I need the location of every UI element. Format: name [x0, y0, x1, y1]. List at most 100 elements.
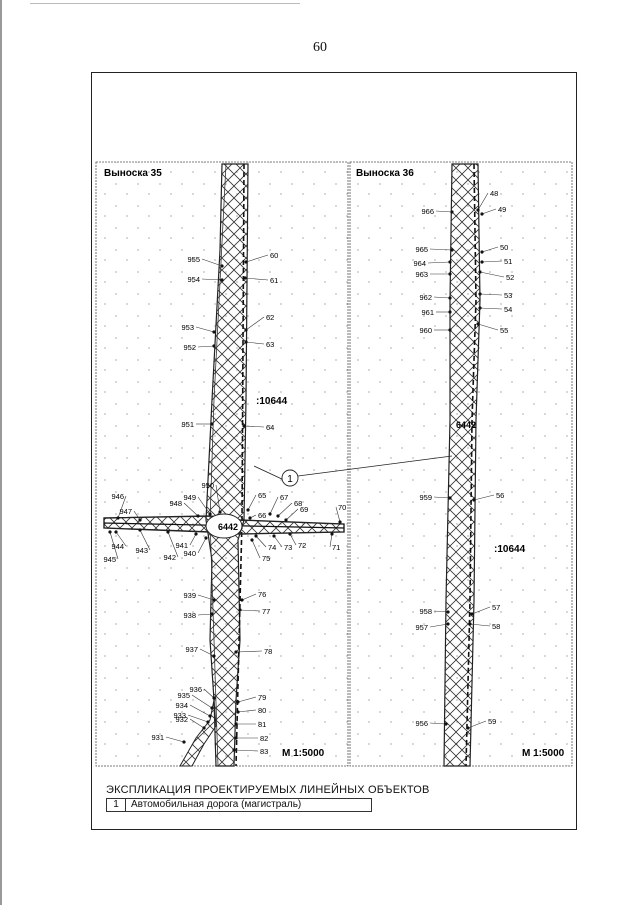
point-label-963: 963: [415, 270, 428, 279]
point-label-68-marker: [276, 514, 280, 518]
inset-36-parcel-small: 6442: [456, 420, 476, 430]
point-label-70-leader: [335, 506, 341, 523]
callout-circle: [281, 469, 299, 487]
point-label-59: 59: [488, 717, 496, 726]
point-label-78: 78: [264, 647, 272, 656]
point-label-56: 56: [496, 491, 504, 500]
point-label-962-leader: [433, 296, 451, 299]
point-label-966-marker: [450, 210, 454, 214]
point-label-60: 60: [270, 251, 278, 260]
inset-36-title: Выноска 36: [356, 168, 414, 179]
point-label-50-leader: [481, 246, 499, 253]
point-label-950-leader: [215, 484, 221, 513]
point-label-947: 947: [119, 507, 132, 516]
point-label-945-marker: [108, 530, 112, 534]
point-label-77: 77: [262, 607, 270, 616]
point-label-71: 71: [332, 543, 340, 552]
point-label-48: 48: [490, 189, 498, 198]
point-label-76: 76: [258, 590, 266, 599]
point-label-932-marker: [202, 726, 206, 730]
point-label-953-marker: [212, 330, 216, 334]
point-label-952: 952: [183, 343, 196, 352]
point-label-951-marker: [210, 422, 214, 426]
point-label-78-marker: [234, 650, 238, 654]
point-label-50: 50: [500, 243, 508, 252]
point-label-72-leader: [289, 533, 297, 546]
point-label-82: 82: [260, 734, 268, 743]
point-label-947-leader: [133, 510, 141, 521]
point-label-69: 69: [300, 505, 308, 514]
point-label-955-marker: [220, 264, 224, 268]
point-label-66: 66: [258, 511, 266, 520]
point-label-66-marker: [248, 516, 252, 520]
point-label-64-leader: [243, 425, 265, 428]
point-label-944-leader: [115, 531, 127, 547]
point-label-957-leader: [429, 623, 449, 628]
callout-leader-right: [297, 455, 453, 477]
point-label-945-leader: [109, 531, 119, 560]
point-label-65-marker: [246, 508, 250, 512]
point-label-55-leader: [477, 323, 499, 331]
point-label-965-leader: [429, 248, 453, 251]
point-label-958: 958: [419, 607, 432, 616]
point-label-933-marker: [206, 720, 210, 724]
point-label-931: 931: [151, 733, 164, 742]
point-label-57-marker: [470, 612, 474, 616]
point-label-935-leader: [191, 694, 213, 709]
point-label-956-marker: [444, 722, 448, 726]
point-label-937-leader: [199, 648, 215, 657]
point-label-936-leader: [203, 688, 215, 699]
point-label-80-marker: [236, 710, 240, 714]
point-label-932: 932: [175, 715, 188, 724]
point-label-77-marker: [238, 608, 242, 612]
point-label-58-leader: [469, 623, 491, 627]
point-label-54-leader: [479, 307, 503, 310]
point-label-958-leader: [433, 610, 449, 613]
point-label-965: 965: [415, 245, 428, 254]
point-label-948-marker: [196, 514, 200, 518]
point-label-59-marker: [466, 726, 470, 730]
point-label-73-marker: [272, 534, 276, 538]
point-label-63-leader: [245, 341, 265, 345]
point-label-960: 960: [419, 326, 432, 335]
point-label-955-leader: [201, 258, 223, 267]
point-label-52-marker: [478, 270, 482, 274]
point-label-932-leader: [189, 718, 205, 729]
point-label-950-marker: [218, 510, 222, 514]
point-label-964-leader: [427, 261, 451, 264]
point-label-61: 61: [270, 276, 278, 285]
point-label-957: 957: [415, 623, 428, 632]
point-label-51: 51: [504, 257, 512, 266]
point-label-959-leader: [433, 496, 451, 499]
explication-row-name: Автомобильная дорога (магистраль): [131, 799, 302, 810]
point-label-956: 956: [415, 719, 428, 728]
point-label-69-leader: [285, 508, 299, 521]
point-label-77-leader: [239, 609, 261, 612]
point-label-73-leader: [273, 535, 283, 548]
point-label-71-marker: [330, 532, 334, 536]
point-label-68: 68: [294, 499, 302, 508]
point-label-943-marker: [138, 528, 142, 532]
point-label-931-leader: [165, 736, 185, 743]
point-label-942-leader: [167, 531, 179, 558]
point-label-55-marker: [476, 322, 480, 326]
drawing-frame: [91, 72, 577, 830]
point-label-941-marker: [194, 532, 198, 536]
point-label-62-leader: [245, 316, 265, 331]
point-label-51-marker: [480, 260, 484, 264]
point-label-54: 54: [504, 305, 512, 314]
scan-edge: [0, 0, 2, 905]
point-label-940-marker: [204, 536, 208, 540]
explication-title: ЭКСПЛИКАЦИЯ ПРОЕКТИРУЕМЫХ ЛИНЕЙНЫХ ОБЪЕК…: [106, 784, 430, 796]
point-label-75-marker: [250, 538, 254, 542]
junction-35: [205, 513, 243, 539]
point-label-75: 75: [262, 554, 270, 563]
point-label-935-marker: [210, 706, 214, 710]
point-label-935: 935: [177, 691, 190, 700]
explication-table: 1 Автомобильная дорога (магистраль): [106, 798, 372, 812]
point-label-56-leader: [473, 494, 495, 501]
point-label-80: 80: [258, 706, 266, 715]
inset-35-parcel-small: 6442: [218, 522, 238, 532]
point-label-72: 72: [298, 541, 306, 550]
